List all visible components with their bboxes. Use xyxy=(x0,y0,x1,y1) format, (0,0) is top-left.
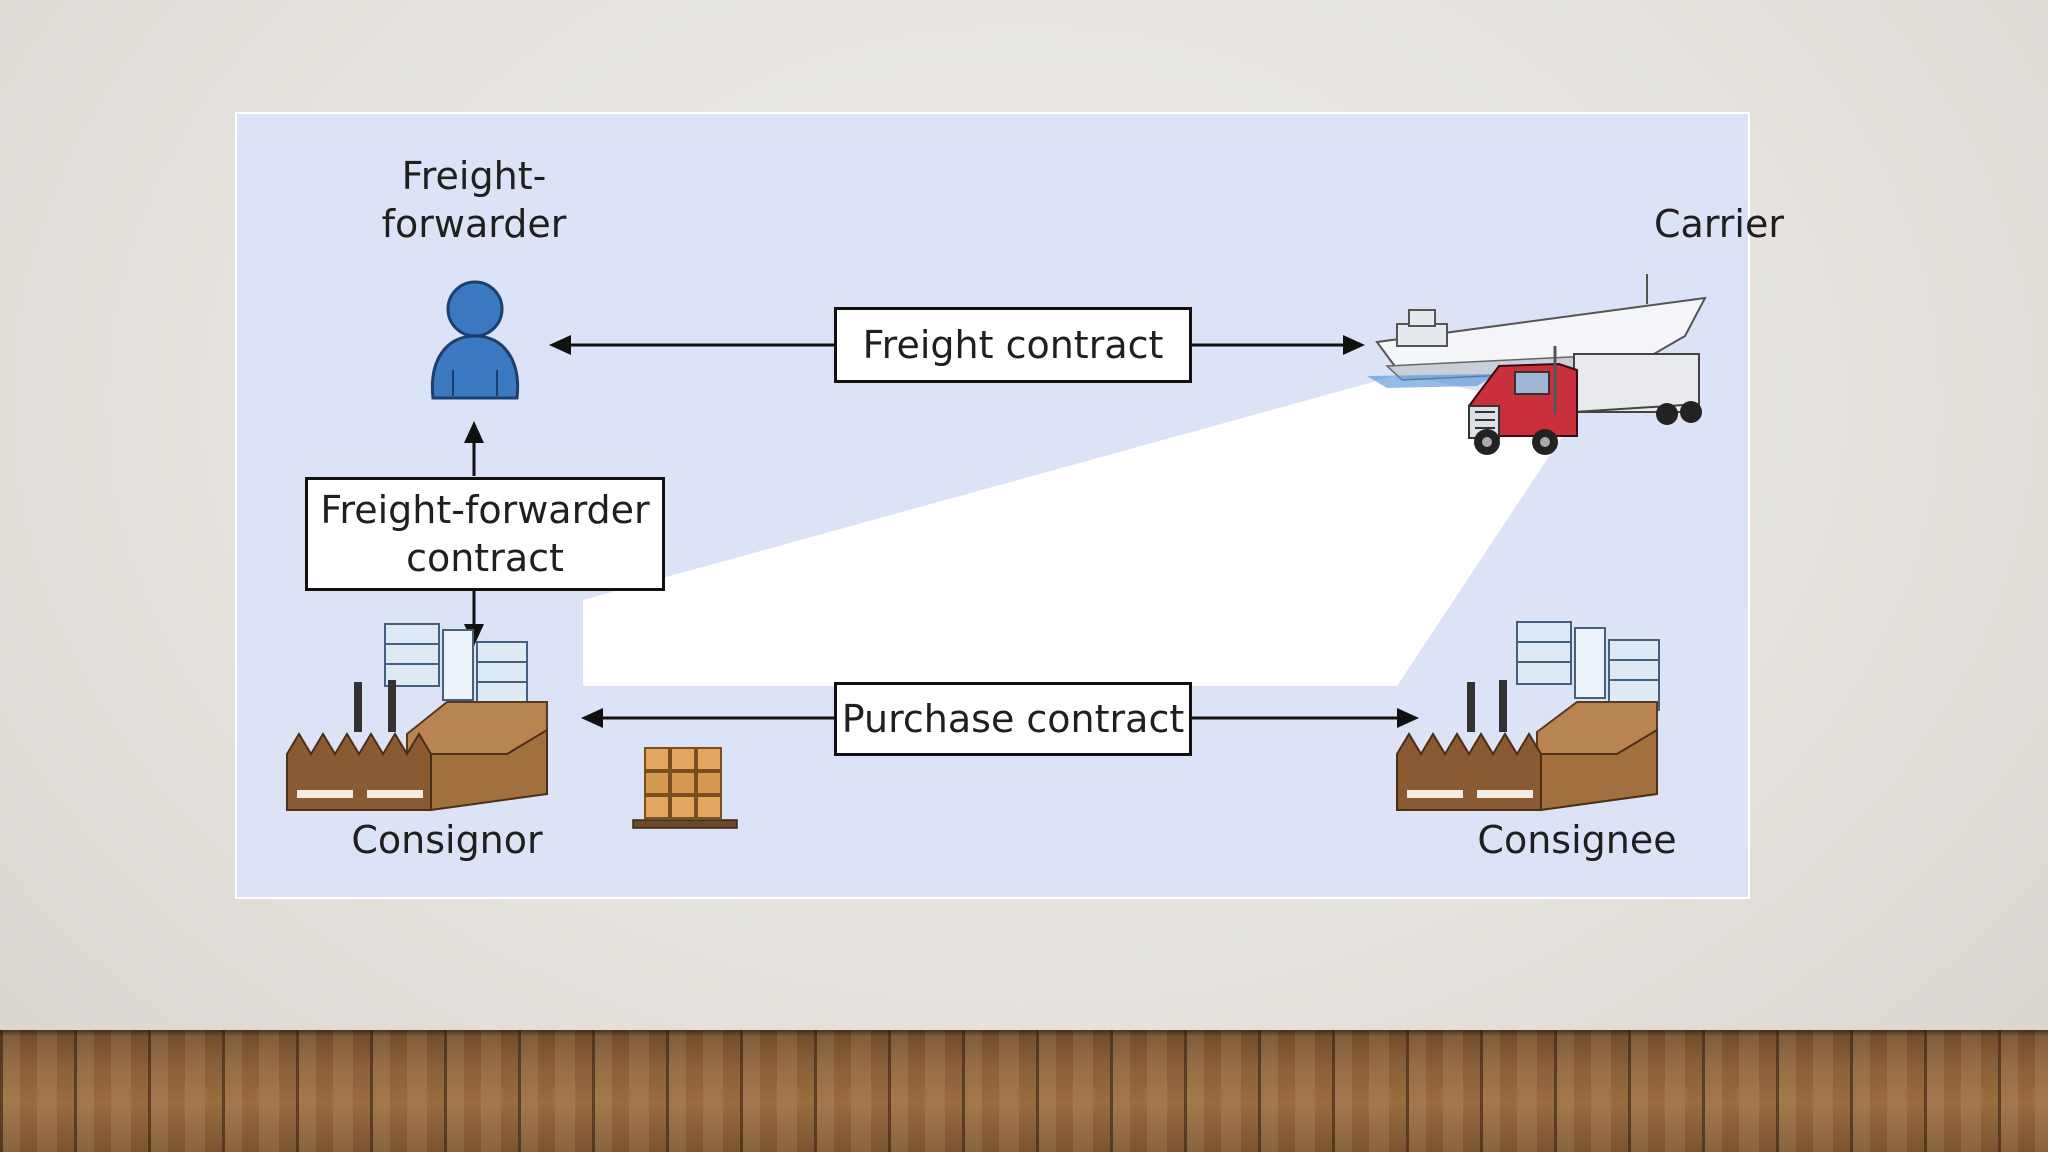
factory-icon-consignee xyxy=(1396,621,1660,812)
ship-and-truck-icon xyxy=(1367,274,1707,455)
pallet-goods-icon xyxy=(632,747,738,829)
label-carrier: Carrier xyxy=(1654,202,1784,246)
freight-contract-box: Freight contract xyxy=(834,307,1192,383)
label-freight-forwarder: Freight- forwarder xyxy=(381,154,567,246)
purchase-arrow-left-head xyxy=(581,708,603,728)
wooden-floor xyxy=(0,1030,2048,1152)
purchase-contract-box: Purchase contract xyxy=(834,682,1192,756)
transport-beam xyxy=(583,374,1577,686)
freight-forwarder-contract-box: Freight-forwarder contract xyxy=(305,477,665,591)
label-consignor: Consignor xyxy=(351,818,543,862)
person-icon xyxy=(430,280,520,400)
freight-arrow-right-head xyxy=(1343,335,1365,355)
diagram-graphics xyxy=(286,274,1707,829)
diagram-slide: Freight- forwarder Carrier Consignor Con… xyxy=(235,112,1784,899)
freight-arrow-left-head xyxy=(549,335,571,355)
forwarder-arrow-up-head xyxy=(464,421,484,443)
factory-icon-consignor xyxy=(286,623,548,812)
purchase-arrow-right-head xyxy=(1397,708,1419,728)
label-consignee: Consignee xyxy=(1477,818,1677,862)
